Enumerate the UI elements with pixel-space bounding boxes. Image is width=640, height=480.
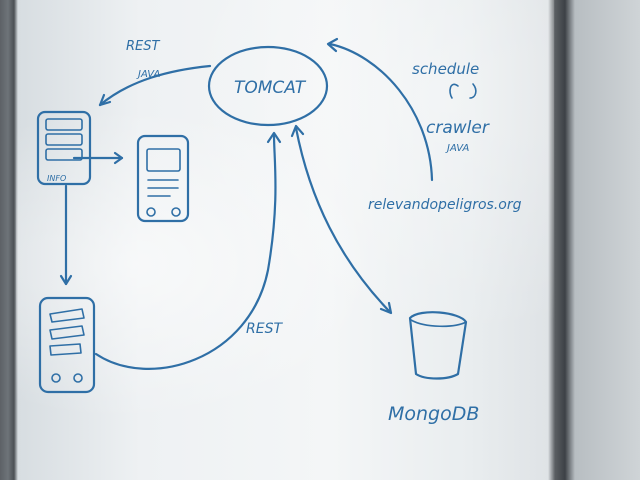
- rest-label-bottom: REST: [246, 321, 283, 337]
- arrow-to-report-phone-head: [59, 274, 73, 286]
- arrow-to-detail-phone-head: [113, 151, 124, 165]
- phone-report-outline: [38, 296, 96, 394]
- phone-detail-button: [171, 207, 181, 217]
- phone-detail-button: [146, 207, 156, 217]
- phone-detail-outline: [136, 134, 190, 223]
- rest-arrow-head: [98, 93, 112, 107]
- tomcat-mongodb-arrow-head-up: [290, 124, 305, 138]
- rest-arrow-to-phone: [98, 64, 212, 107]
- phone-report-field: [49, 343, 82, 356]
- mongodb-database-icon: [408, 311, 468, 380]
- rest-curve-to-tomcat: [94, 133, 277, 370]
- phone-report-field: [49, 308, 85, 323]
- phone-detail-text-lines: [147, 179, 179, 197]
- phone-info-list-row: [45, 133, 83, 146]
- phone-info-list-row: [45, 118, 83, 131]
- mongodb-database-rim: [410, 319, 467, 328]
- tomcat-server-ellipse: [207, 45, 329, 127]
- phone-detail-image-box: [146, 148, 181, 172]
- phone-info-list-row: [45, 148, 83, 161]
- crawler-java-label: JAVA: [445, 143, 469, 154]
- source-site-label: relevandopeligros.org: [368, 197, 522, 213]
- phone-report-button: [51, 373, 61, 383]
- rest-curve-arrow-head: [266, 131, 282, 144]
- java-label-top: JAVA: [136, 69, 160, 80]
- tomcat-mongodb-link: [294, 126, 392, 314]
- tomcat-mongodb-arrow-head-down: [379, 301, 393, 315]
- tomcat-label: TOMCAT: [234, 78, 307, 98]
- phone-report-field: [49, 325, 85, 340]
- whiteboard-glare: [16, 0, 554, 480]
- phone-report-button: [73, 373, 83, 383]
- crawler-arrow-head: [326, 37, 339, 53]
- schedule-cycle-icon: [449, 83, 477, 99]
- phone-info-caption: INFO: [47, 174, 66, 183]
- phone-info-outline: [36, 110, 92, 186]
- mongodb-label: MongoDB: [388, 403, 479, 425]
- crawler-label: crawler: [426, 118, 490, 138]
- rest-label-top: REST: [126, 39, 160, 54]
- crawler-arrow-to-tomcat: [328, 42, 434, 182]
- schedule-label: schedule: [412, 60, 479, 78]
